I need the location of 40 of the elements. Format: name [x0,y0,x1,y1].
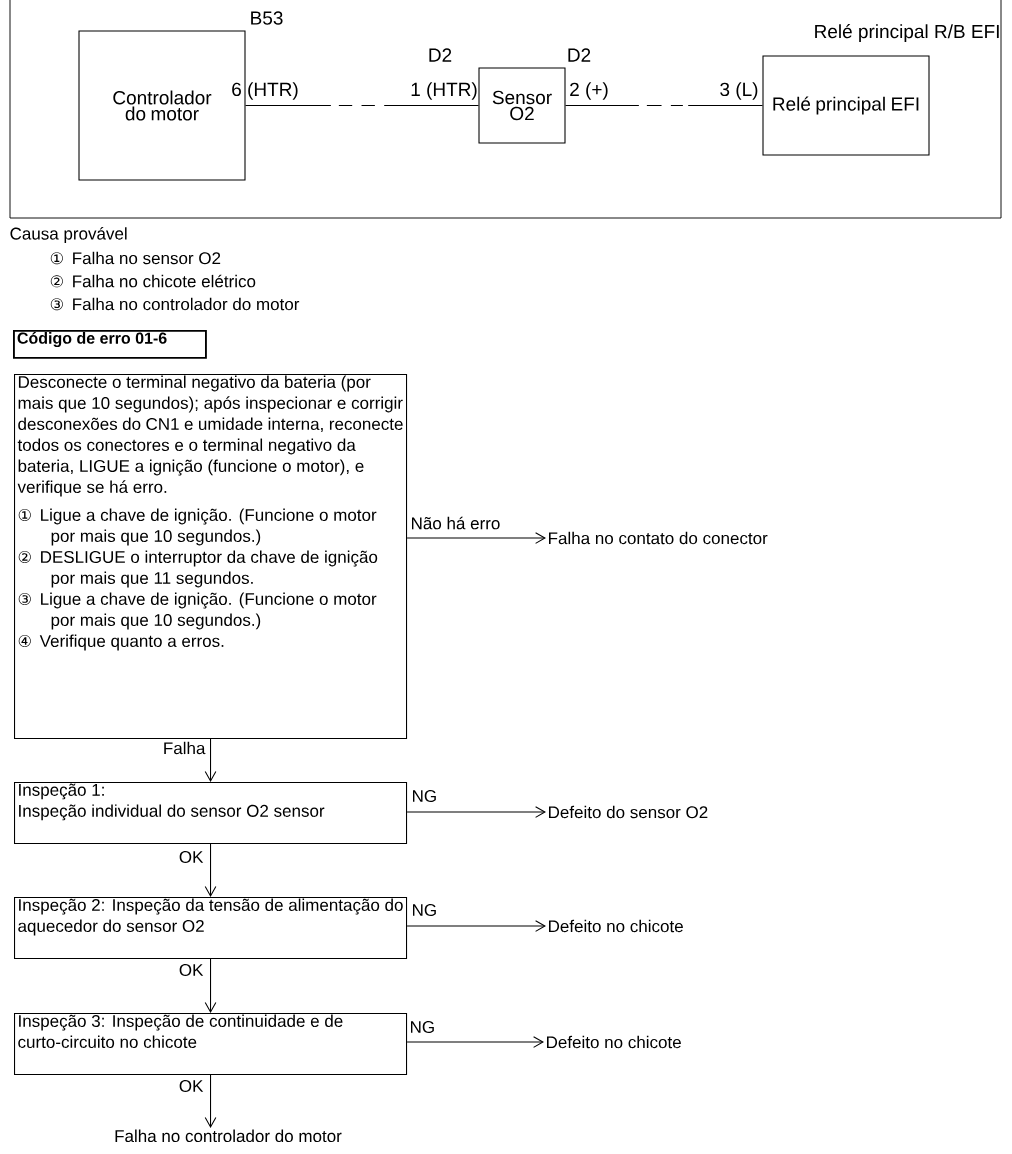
process-box: Desconecte o terminal negativo da bateria (por mais que 10 segundos); após inspecionar e corrigir desconexões do CN1 e umidade interna, reconecte todos os conectores e o terminal negativo da bateria, LIGUE a ignição (funcione o motor), e verifique se há erro. ① Ligue a chave de ignição. (Funcione o motor por mais que 10 segundos.) ② DESLIGUE o interruptor da chave de ignição por mais que 11 segundos. ③ Ligue a chave de ignição. (Funcione o motor por mais que 10 segundos.) ④ Verifique quanto a erros. [14,374,408,740]
edge-label: Não há erro [409,515,502,531]
arrow [204,738,217,782]
edge-label: OK [177,849,205,865]
connector-label: D2 [568,48,591,62]
cause-item: ① Falha no sensor O2 [50,251,221,265]
arrow [406,806,546,818]
pin-label: 6 (HTR) [232,82,298,100]
result-text: Defeito do sensor O2 [549,805,708,819]
edge-label: Falha [161,740,207,756]
arrow [406,1036,544,1048]
edge-label: NG [410,902,439,918]
arrow [204,958,217,1013]
arrow [406,920,546,932]
edge-label: NG [408,1019,437,1035]
part-label: Relé principal R/B EFI [815,24,999,42]
result-text: Falha no contato do conector [549,531,768,545]
cause-item: ② Falha no chicote elétrico [50,274,256,288]
title-box: Código de erro 01-6 [13,330,207,359]
pin-label: 1 (HTR) [411,82,477,100]
pin-label: 2 (+) [570,82,608,100]
arrow [204,1074,217,1128]
process-box: Inspeção 3: Inspeção de continuidade e de curto-circuito no chicote [14,1013,408,1076]
edge-label: OK [177,1078,205,1094]
result-text: Defeito no chicote [547,1035,681,1049]
part-label: B53 [251,11,283,25]
heading: Causa provável [10,227,127,244]
arrow [406,532,546,544]
process-box: Inspeção 2: Inspeção da tensão de alimentação do aquecedor do sensor O2 [14,897,408,960]
connector-label: D2 [429,48,452,62]
result-text: Falha no controlador do motor [115,1129,342,1143]
edge-label: NG [410,788,439,804]
pin-label: 3 (L) [720,82,758,100]
cause-item: ③ Falha no controlador do motor [50,297,300,311]
component-box: Relé principal EFI [762,55,930,156]
edge-label: OK [177,962,205,978]
process-box: Inspeção 1: Inspeção individual do sensor O2 sensor [14,782,408,845]
arrow [204,843,217,897]
component-box: Sensor O2 [478,67,566,144]
result-text: Defeito no chicote [549,919,683,933]
